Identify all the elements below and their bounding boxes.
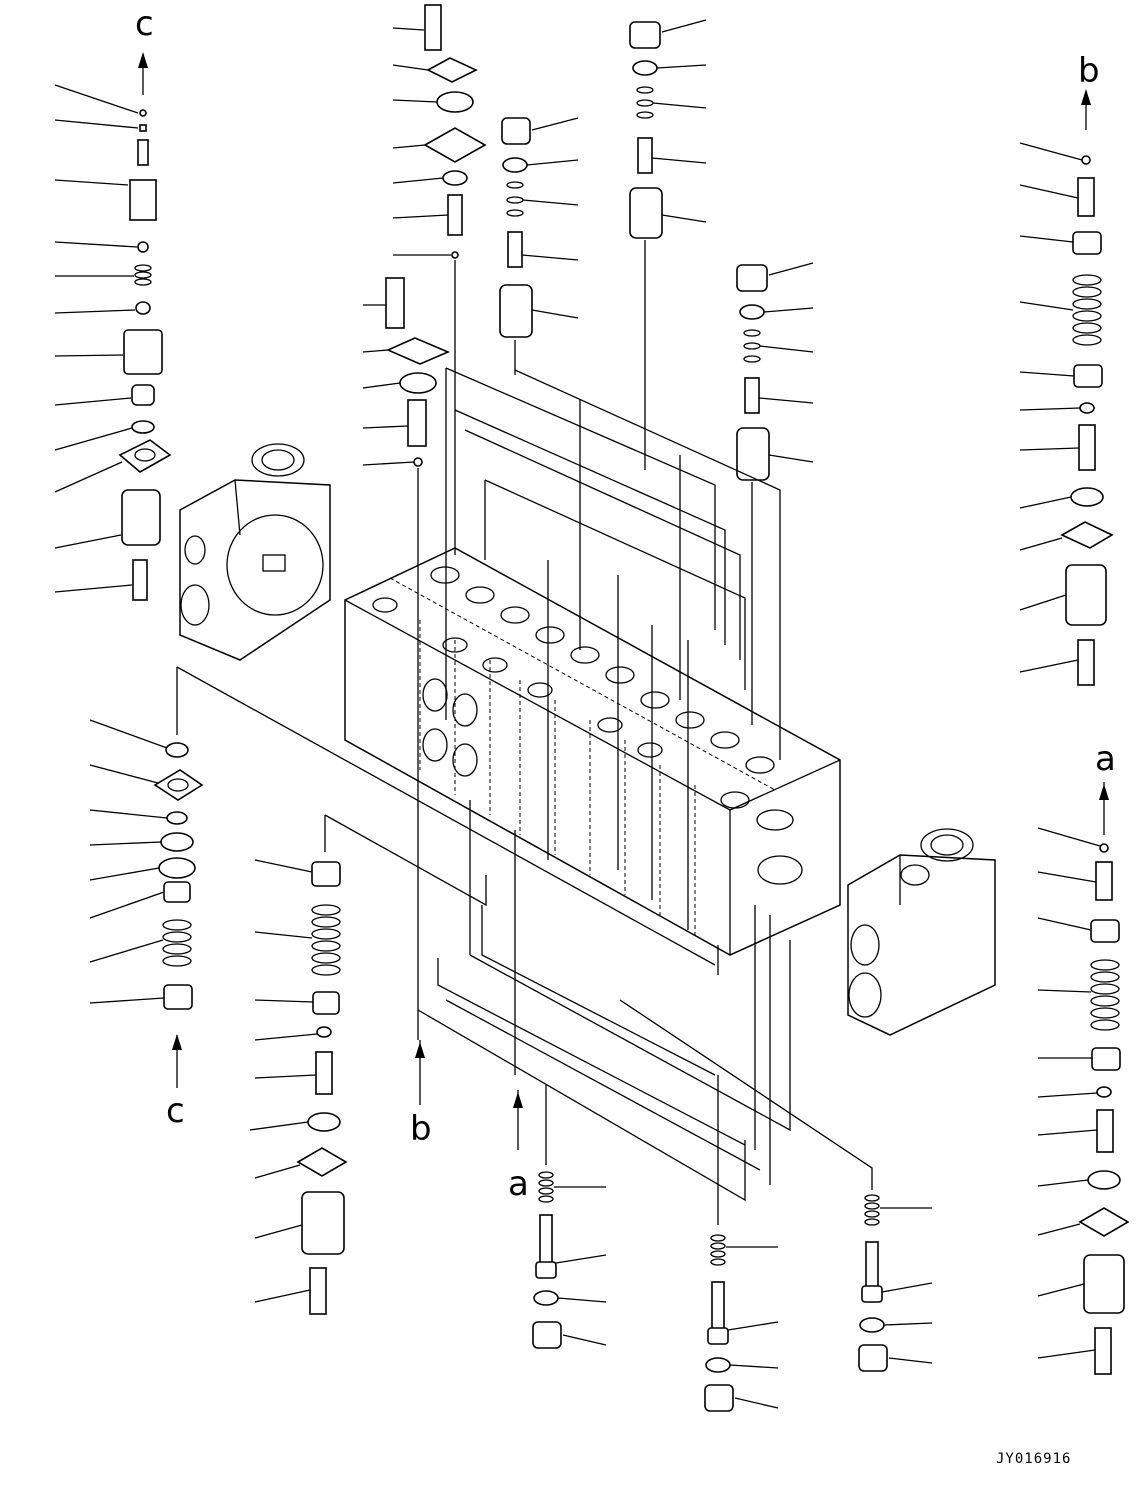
right-top-leader-lines: [1019, 142, 1083, 673]
arrow-a-bottom: [513, 1090, 523, 1150]
center-top-part-stack: [499, 117, 533, 338]
bottom-center-part-stack-1: [532, 1171, 562, 1349]
right-bottom-part-stack: [1078, 843, 1130, 1375]
center-left-bottom-leader-lines: [249, 859, 318, 1303]
arrow-b-bottom: [415, 1040, 425, 1105]
bottom-right-leader-lines: [880, 1207, 933, 1364]
label-a-bottom: a: [508, 1164, 529, 1204]
drawing-code: JY016916: [996, 1451, 1071, 1467]
left-top-part-stack: [118, 109, 172, 601]
bottom-center-part-stack-2: [704, 1234, 734, 1412]
end-cover-right: [847, 828, 996, 1036]
main-valve-block: [344, 547, 841, 956]
label-b-bottom: b: [410, 1109, 432, 1149]
arrow-c-top: [138, 52, 148, 95]
center-right-top-part-stack: [629, 21, 663, 239]
left-top-leader-lines: [54, 84, 139, 593]
bottom-center-leader-lines-2: [726, 1246, 779, 1409]
center-left-top-part-stack: [385, 4, 487, 467]
arrow-b-top: [1081, 89, 1091, 130]
label-b-top: b: [1078, 51, 1100, 91]
right-center-top-part-stack: [736, 264, 770, 481]
right-top-part-stack: [1060, 155, 1114, 686]
arrow-c-bottom: [172, 1034, 182, 1088]
left-bottom-leader-lines: [89, 719, 168, 1004]
center-left-leader-lines: [362, 27, 451, 466]
left-bottom-part-stack: [153, 742, 204, 1010]
label-c-top: c: [135, 4, 154, 44]
end-cover-left: [179, 443, 331, 661]
right-center-top-leader-lines: [758, 262, 814, 463]
bottom-right-part-stack: [858, 1194, 888, 1372]
right-bottom-leader-lines: [1037, 827, 1101, 1359]
label-a-top: a: [1095, 739, 1116, 779]
center-left-bottom-part-stack: [296, 861, 348, 1315]
bottom-center-leader-lines-1: [554, 1186, 607, 1346]
assembly-guide-lines: [176, 240, 873, 1225]
center-right-top-leader-lines: [651, 19, 707, 223]
center-top-leader-lines: [521, 117, 579, 319]
label-c-bottom: c: [166, 1091, 185, 1131]
arrow-a-top: [1099, 782, 1109, 835]
